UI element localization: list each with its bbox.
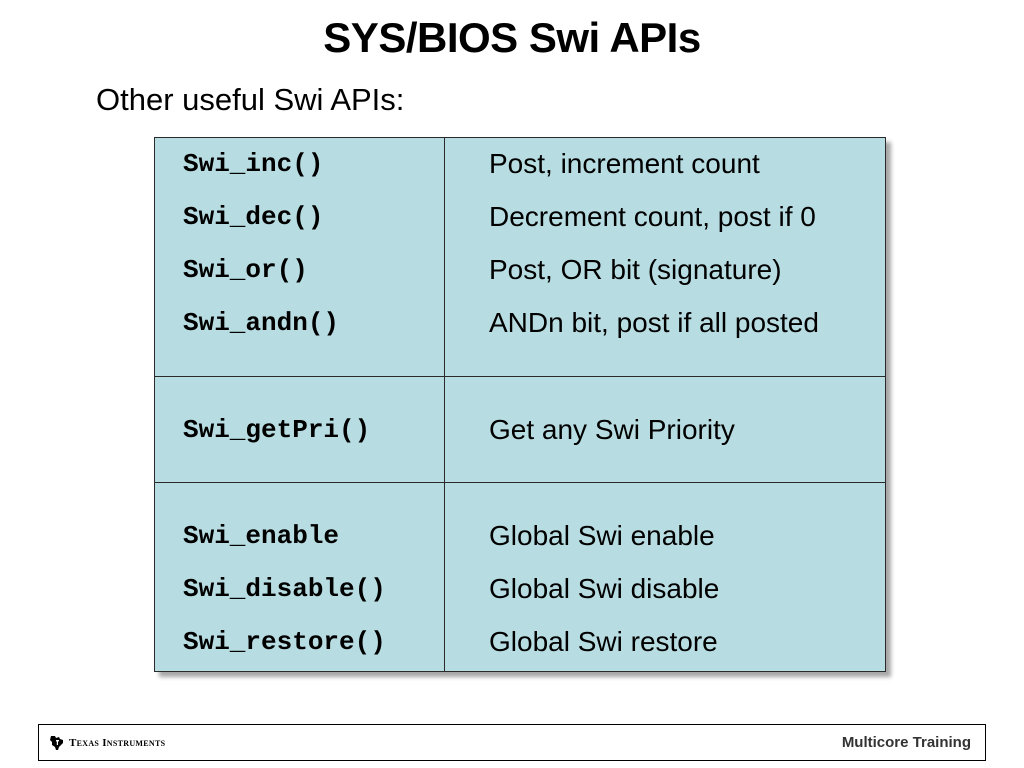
api-description: Global Swi disable [489, 573, 720, 604]
api-row: Swi_restore() Global Swi restore [155, 616, 885, 669]
api-description: Get any Swi Priority [489, 414, 735, 445]
texas-instruments-wordmark: Texas Instruments [69, 737, 166, 749]
texas-instruments-logo: Texas Instruments [49, 733, 165, 753]
api-name: Swi_enable [183, 521, 340, 551]
api-row: Swi_inc() Post, increment count [155, 138, 885, 191]
api-row: Swi_dec() Decrement count, post if 0 [155, 191, 885, 244]
api-name: Swi_dec() [183, 202, 324, 232]
slide-footer: Texas Instruments Multicore Training [38, 724, 986, 761]
api-row: Swi_disable() Global Swi disable [155, 563, 885, 616]
api-row: Swi_andn() ANDn bit, post if all posted [155, 297, 885, 350]
texas-instruments-logo-icon [50, 736, 63, 750]
api-description: Decrement count, post if 0 [489, 201, 816, 232]
api-row: Swi_enable Global Swi enable [155, 510, 885, 563]
api-description: Global Swi enable [489, 520, 715, 551]
api-description: Post, OR bit (signature) [489, 254, 782, 285]
footer-training-label: Multicore Training [841, 734, 971, 751]
api-description: Post, increment count [489, 148, 760, 179]
group-divider [155, 376, 885, 377]
api-name: Swi_or() [183, 255, 308, 285]
api-row: Swi_getPri() Get any Swi Priority [155, 404, 885, 457]
api-row: Swi_or() Post, OR bit (signature) [155, 244, 885, 297]
group-divider [155, 482, 885, 483]
slide-subtitle: Other useful Swi APIs: [96, 82, 405, 117]
api-name: Swi_disable() [183, 574, 386, 604]
api-name: Swi_inc() [183, 149, 324, 179]
slide-title: SYS/BIOS Swi APIs [323, 14, 701, 61]
api-description: Global Swi restore [489, 626, 718, 657]
api-name: Swi_restore() [183, 627, 386, 657]
api-name: Swi_getPri() [183, 415, 371, 445]
column-divider [444, 138, 445, 671]
api-description: ANDn bit, post if all posted [489, 307, 819, 338]
api-name: Swi_andn() [183, 308, 340, 338]
api-table: Swi_inc() Post, increment count Swi_dec(… [154, 137, 886, 672]
